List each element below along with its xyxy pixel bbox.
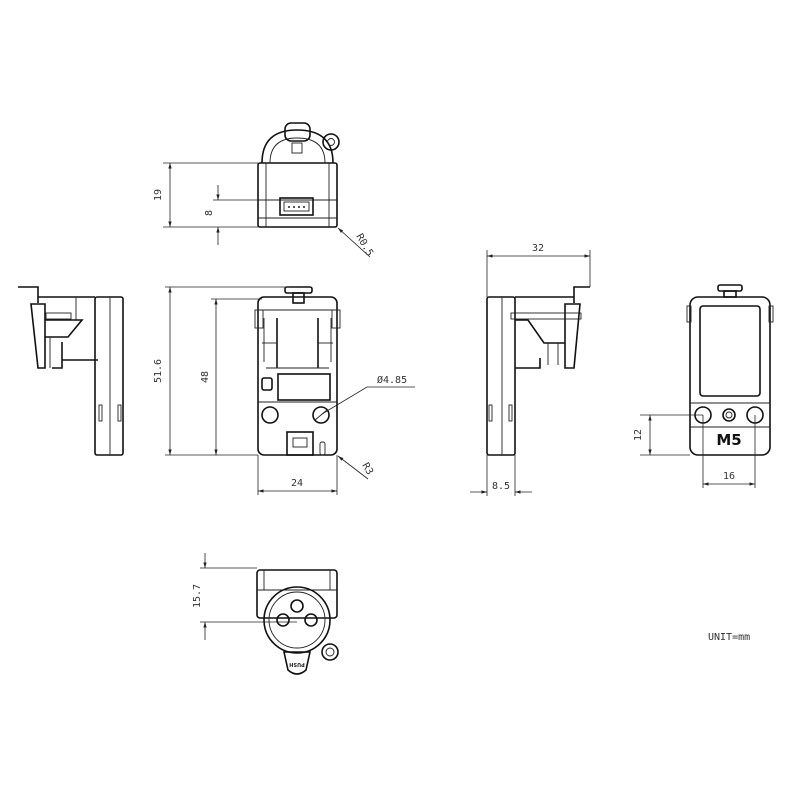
- dim-front-total-height: 51.6: [153, 359, 164, 383]
- dim-top-connector-height: 8: [204, 210, 215, 216]
- dim-front-width: 24: [291, 478, 303, 489]
- dim-front-corner-radius: R3: [359, 461, 375, 477]
- dim-back-hole-spacing: 16: [723, 471, 735, 482]
- dim-front-body-height: 48: [200, 371, 211, 383]
- screen: [699, 305, 761, 397]
- dim-top-height: 19: [153, 189, 164, 201]
- dim-side-plate-thickness: 8.5: [492, 481, 510, 492]
- top-view: 19 8 R0.5: [153, 122, 375, 258]
- dim-front-hole-diameter: Ø4.85: [377, 374, 407, 386]
- back-view: M5 12 16: [633, 284, 774, 488]
- left-side-view: [18, 286, 124, 456]
- top-connector: [279, 197, 314, 216]
- dim-side-depth: 32: [532, 243, 544, 254]
- front-view: 51.6 48 Ø4.85 R3 24: [153, 286, 415, 495]
- right-side-view: 32 8.5: [470, 243, 591, 496]
- push-label: PUSH: [289, 661, 305, 667]
- dim-bottom-offset: 15.7: [192, 584, 203, 608]
- bottom-view: PUSH 15.7: [192, 553, 339, 675]
- m5-logo: M5: [716, 431, 741, 449]
- unit-note: UNIT=mm: [708, 632, 750, 643]
- dim-back-hole-offset: 12: [633, 429, 644, 441]
